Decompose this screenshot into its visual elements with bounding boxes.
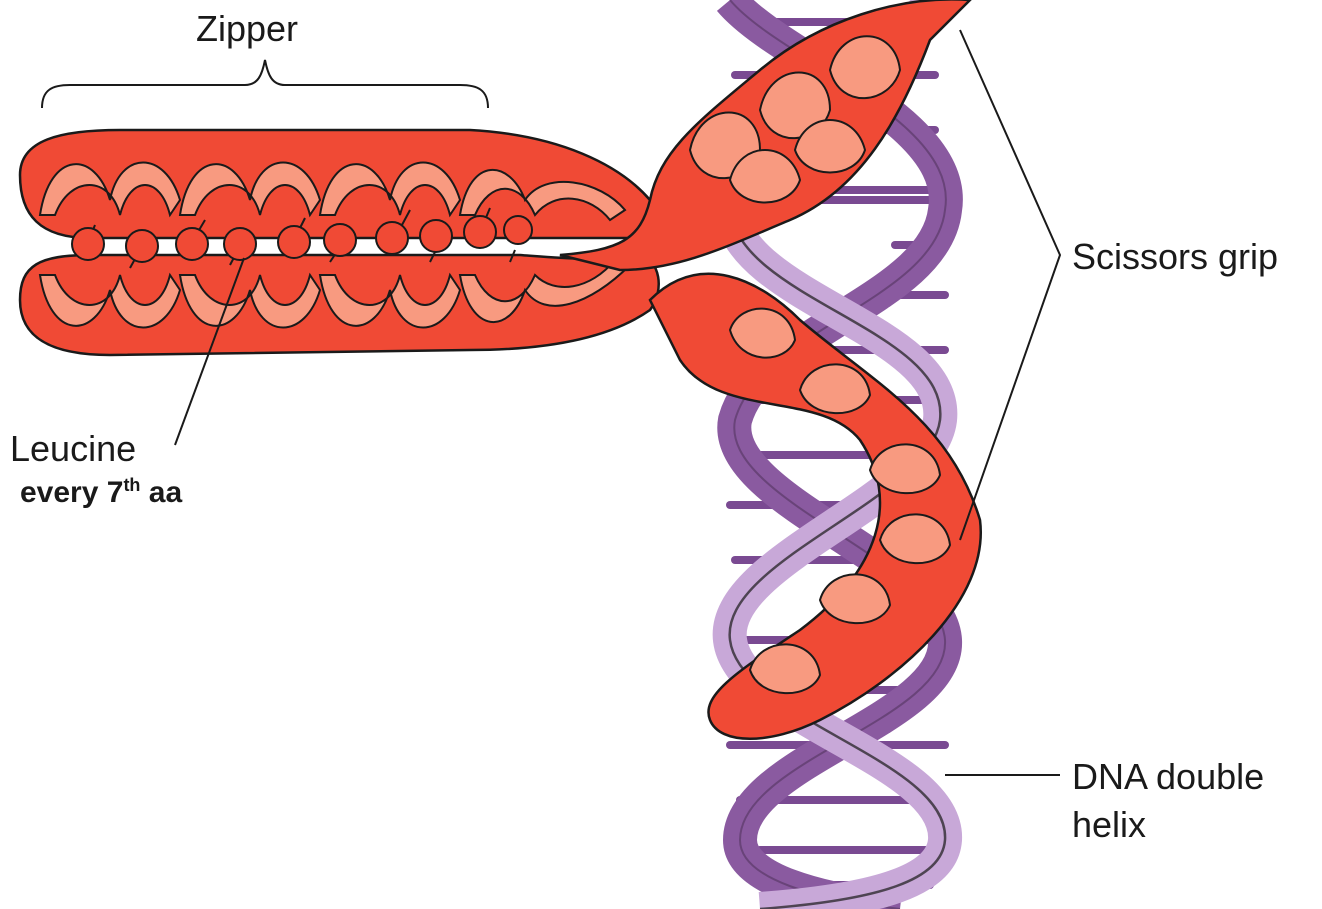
every-7th-aa-label: every 7th aa: [20, 472, 182, 514]
leucine-label: Leucine: [10, 428, 136, 470]
dna-label-line1: DNA double: [1072, 756, 1264, 798]
zipper-bracket: [42, 60, 488, 108]
zipper-label: Zipper: [196, 8, 298, 50]
aa-text: aa: [140, 476, 182, 509]
scissors-grip-label: Scissors grip: [1072, 236, 1278, 278]
dna-label-line2: helix: [1072, 804, 1146, 846]
scissors-leader-line: [960, 30, 1060, 540]
every-7-text: every 7: [20, 476, 123, 509]
th-superscript: th: [123, 475, 140, 495]
